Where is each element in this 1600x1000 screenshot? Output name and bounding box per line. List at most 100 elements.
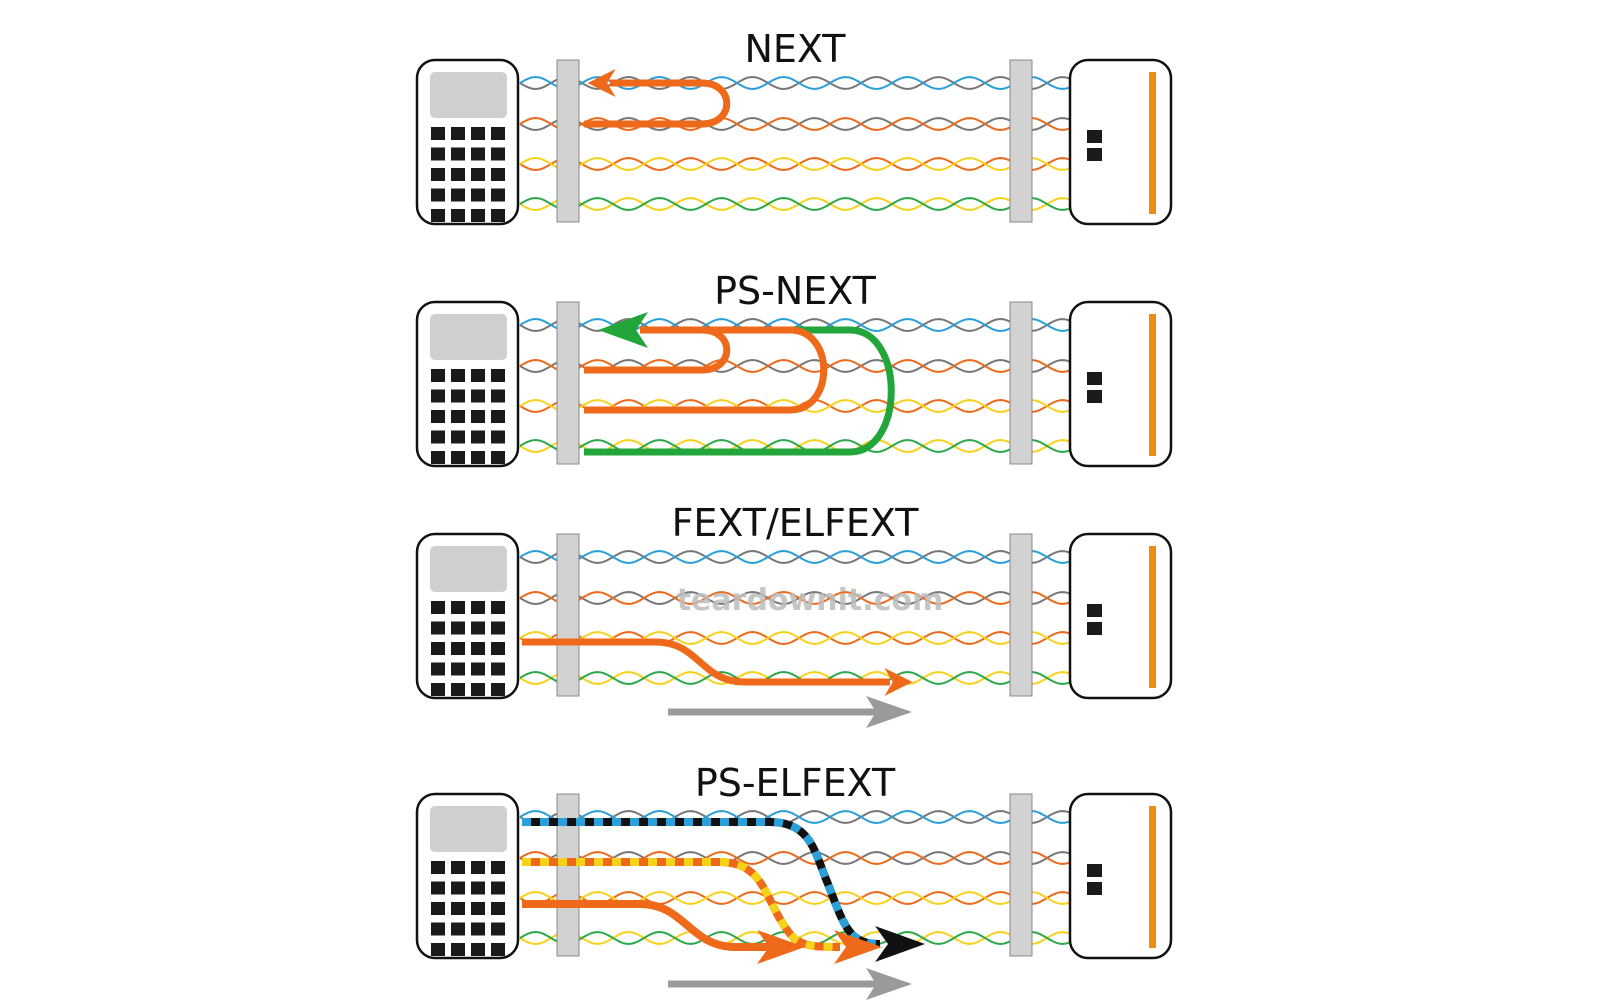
remote-indicator (1087, 604, 1102, 617)
tester-key (471, 451, 485, 464)
direction-arrowhead (866, 696, 912, 728)
far-end-connector (1009, 301, 1033, 465)
pair-blue-wire-b (519, 549, 1073, 565)
remote-indicator (1087, 882, 1102, 895)
tester-key (491, 683, 505, 696)
tester-key (451, 410, 465, 423)
tester-key (471, 683, 485, 696)
tester-key (491, 943, 505, 956)
remote-device (1068, 792, 1173, 960)
tester-key (431, 369, 445, 382)
tester-key (451, 861, 465, 874)
cable-pairs (519, 59, 1073, 223)
panel-next: NEXT (415, 27, 1173, 226)
tester-key (431, 662, 445, 676)
tester-key (471, 147, 485, 161)
pair-blue-wire-b (519, 809, 1073, 825)
pair-green-wire-b (519, 196, 1073, 212)
panel-title-ps-next: PS-NEXT (714, 269, 877, 313)
orange-pair-arrow (522, 900, 775, 951)
remote-body (1068, 300, 1173, 468)
cable-pairs (519, 301, 1073, 465)
tester-key (491, 430, 505, 444)
tester-key (451, 601, 465, 614)
crosstalk-arrows (522, 818, 925, 1000)
tester-screen (430, 806, 507, 852)
blue-arrowhead (875, 926, 925, 962)
fext-arrow (522, 638, 913, 696)
tester-key (471, 369, 485, 382)
far-end-connector (1009, 793, 1033, 957)
remote-status-bar (1149, 806, 1156, 948)
tester-device (415, 300, 520, 468)
brown-arrowhead (834, 930, 882, 964)
tester-key (451, 188, 465, 202)
pair-brown-wire-b (519, 156, 1073, 172)
tester-key (431, 601, 445, 614)
tester-key (491, 369, 505, 382)
tester-key (491, 188, 505, 202)
pair-orange-wire-a (519, 590, 1073, 606)
pair-brown-wire-a (519, 156, 1073, 172)
pair-orange-wire-b (519, 850, 1073, 866)
watermark: teardownit.com (677, 583, 944, 618)
near-end-connector (556, 59, 580, 223)
tester-key (431, 389, 445, 403)
tester-screen (430, 72, 507, 118)
tester-key (451, 127, 465, 140)
near-end-connector (556, 793, 580, 957)
tester-key (451, 642, 465, 655)
tester-key (491, 410, 505, 423)
remote-indicator (1087, 372, 1102, 385)
brown-pair-arrow (584, 326, 828, 414)
tester-key (451, 683, 465, 696)
tester-key (471, 662, 485, 676)
pair-green-wire-a (519, 196, 1073, 212)
crosstalk-arrows (522, 638, 913, 728)
panel-title-next: NEXT (744, 27, 846, 71)
remote-device (1068, 58, 1173, 226)
tester-device (415, 58, 520, 226)
tester-key (471, 188, 485, 202)
tester-key (431, 902, 445, 915)
tester-key (431, 127, 445, 140)
remote-status-bar (1149, 546, 1156, 688)
far-end-connector (1009, 59, 1033, 223)
pair-blue-wire-b (519, 317, 1073, 333)
remote-status-bar (1149, 72, 1156, 214)
tester-key (471, 127, 485, 140)
tester-key (431, 922, 445, 936)
cable-pairs (519, 533, 1073, 697)
tester-screen (430, 546, 507, 592)
pair-green-wire-b (519, 438, 1073, 454)
tester-key (431, 451, 445, 464)
tester-key (471, 601, 485, 614)
tester-key (471, 621, 485, 635)
tester-key (491, 662, 505, 676)
tester-key (491, 902, 505, 915)
pair-blue-wire-a (519, 809, 1073, 825)
panel-ps-elfext: PS-ELFEXT (415, 761, 1173, 1000)
tester-key (431, 209, 445, 222)
tester-key (431, 861, 445, 874)
remote-indicator (1087, 622, 1102, 635)
tester-key (471, 389, 485, 403)
tester-key (491, 881, 505, 895)
tester-key (431, 410, 445, 423)
tester-key (491, 127, 505, 140)
orange-arrowhead (757, 930, 805, 964)
tester-screen (430, 314, 507, 360)
remote-indicator (1087, 390, 1102, 403)
pair-brown-wire-a (519, 890, 1073, 906)
tester-key (451, 922, 465, 936)
tester-key (471, 642, 485, 655)
tester-device (415, 792, 520, 960)
crosstalk-arrows (584, 312, 895, 456)
tester-key (491, 922, 505, 936)
tester-key (451, 881, 465, 895)
tester-key (491, 209, 505, 222)
tester-device (415, 532, 520, 700)
tester-key (451, 621, 465, 635)
tester-key (491, 601, 505, 614)
tester-key (451, 902, 465, 915)
